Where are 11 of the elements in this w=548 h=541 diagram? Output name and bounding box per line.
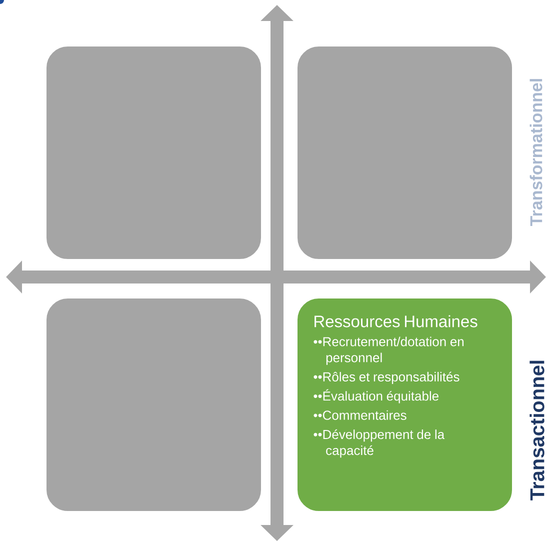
quadrant-box (296, 297, 514, 512)
bullet-item: ••Recrutement/dotation en personnel (314, 336, 464, 365)
quadrant-box (45, 297, 262, 512)
bullet-item: ••Rôles et responsabilités (314, 372, 460, 384)
quadrant-box (45, 45, 262, 260)
axis-label: Transformationnel (530, 79, 542, 226)
bullet-item: ••Commentaires (314, 410, 406, 420)
bullet-item: ••Développement de la capacité (314, 429, 445, 458)
quadrant-box (296, 45, 514, 260)
box-heading: Ressources Humaines (314, 315, 478, 328)
bullet-item: ••Évaluation équitable (314, 389, 438, 404)
